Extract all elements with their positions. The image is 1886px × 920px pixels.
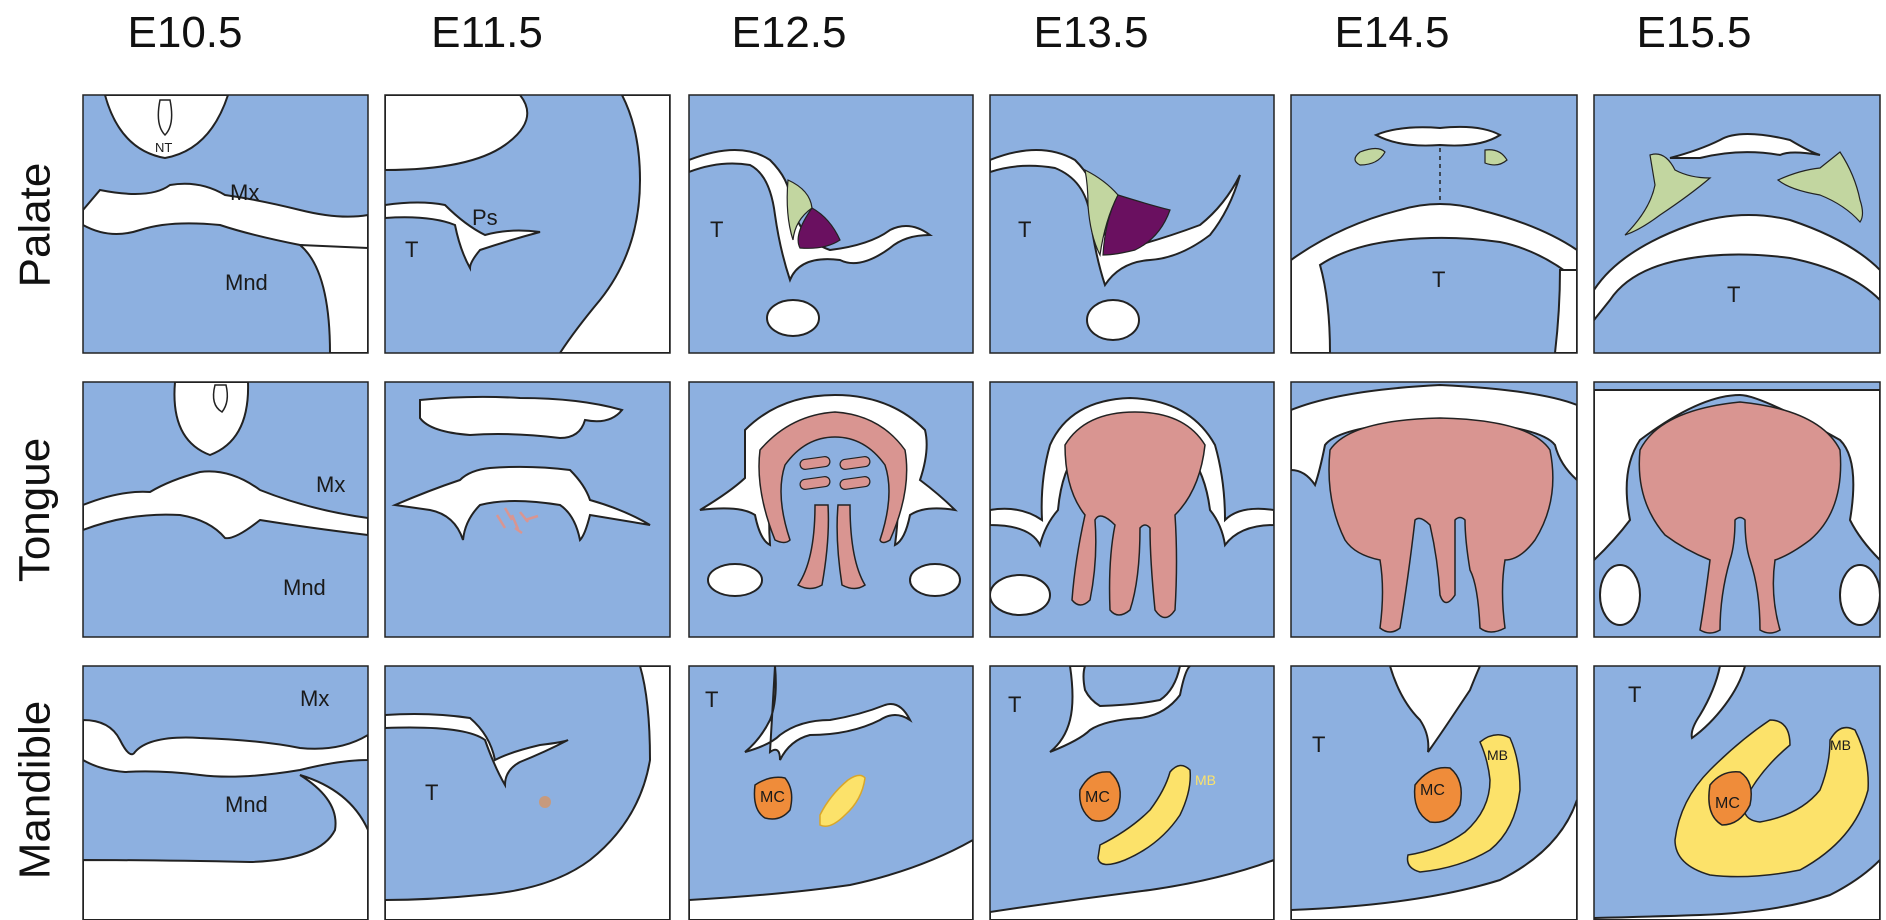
panel-mandible-e11-5: T (385, 666, 670, 920)
label-t: T (705, 687, 718, 712)
panel-palate-e12-5: T (689, 95, 973, 353)
panel-tongue-e11-5 (385, 382, 670, 637)
label-mnd: Mnd (225, 270, 268, 295)
label-mc: MC (1085, 789, 1110, 806)
label-mb: MB (1830, 737, 1851, 753)
label-mx: Mx (316, 472, 345, 497)
panel-mandible-e14-5: T MC MB (1291, 666, 1577, 920)
label-t: T (1312, 732, 1325, 757)
label-nt: NT (155, 140, 172, 155)
panel-palate-e11-5: Ps T (385, 95, 670, 353)
panel-tongue-e12-5 (689, 382, 973, 637)
label-mnd: Mnd (283, 575, 326, 600)
panel-palate-e13-5: T (990, 95, 1274, 353)
label-mb: MB (1195, 772, 1216, 788)
label-mc: MC (1715, 795, 1740, 812)
panel-tongue-e15-5 (1594, 382, 1880, 637)
label-mnd: Mnd (225, 792, 268, 817)
label-t: T (1008, 692, 1021, 717)
panel-tongue-e14-5 (1291, 382, 1577, 637)
panel-mandible-e13-5: T MC MB (990, 666, 1274, 920)
label-t: T (1628, 682, 1641, 707)
label-t: T (1018, 217, 1031, 242)
label-t: T (710, 217, 723, 242)
label-t: T (405, 237, 418, 262)
panel-mandible-e12-5: T MC (689, 666, 973, 920)
panel-palate-e14-5: T (1291, 95, 1577, 353)
panel-tongue-e10-5: Mx Mnd (83, 382, 368, 637)
panel-palate-e15-5: T (1594, 95, 1880, 353)
label-t: T (1727, 282, 1740, 307)
label-ps: Ps (472, 205, 498, 230)
meckel-precursor (539, 796, 551, 808)
panel-tongue-e13-5 (990, 382, 1274, 637)
label-mb: MB (1487, 747, 1508, 763)
panel-mandible-e10-5: Mx Mnd (83, 666, 368, 920)
label-t: T (425, 780, 438, 805)
label-mx: Mx (300, 686, 329, 711)
label-mc: MC (760, 789, 785, 806)
panel-palate-e10-5: NT Mx Mnd (83, 95, 368, 353)
label-t: T (1432, 267, 1445, 292)
panel-mandible-e15-5: T MC MB (1594, 666, 1880, 920)
label-mc: MC (1420, 782, 1445, 799)
label-mx: Mx (230, 180, 259, 205)
